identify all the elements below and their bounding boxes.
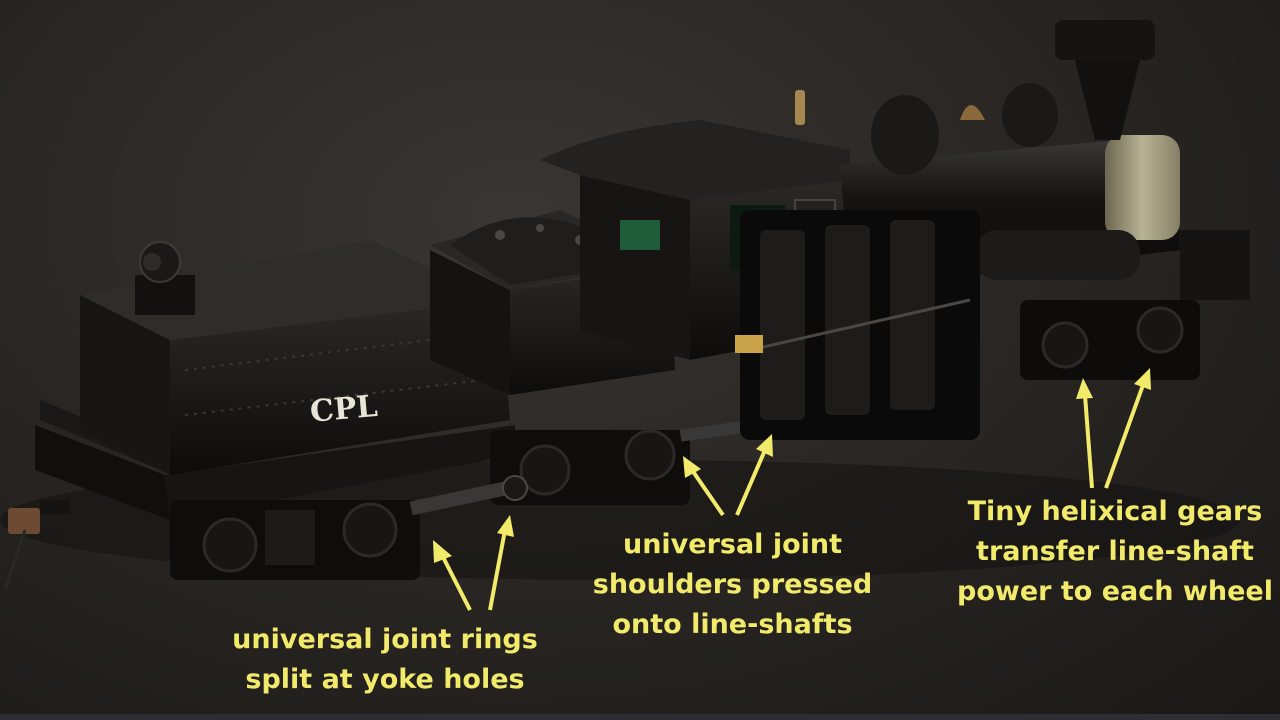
caption-helixical-gears: Tiny helixical gears transfer line-shaft… xyxy=(950,492,1280,612)
caption-line: shoulders pressed xyxy=(592,569,873,600)
arrow-shoulders-2 xyxy=(735,434,773,516)
caption-line: split at yoke holes xyxy=(245,664,525,695)
caption-line: universal joint rings xyxy=(232,624,538,655)
arrow-gears-2 xyxy=(1104,368,1151,489)
tender: CPL xyxy=(3,240,515,591)
caption-universal-joint-shoulders: universal joint shoulders pressed onto l… xyxy=(585,525,880,645)
arrow-rings-2 xyxy=(488,515,514,611)
tender-lettering: CPL xyxy=(309,389,379,430)
tender-truck-front xyxy=(490,429,690,505)
arrow-gears-1 xyxy=(1076,378,1094,489)
caption-line: universal joint xyxy=(622,529,843,560)
caption-line: onto line-shafts xyxy=(612,609,853,640)
caption-universal-joint-rings: universal joint rings split at yoke hole… xyxy=(225,620,545,700)
caption-line: power to each wheel xyxy=(957,576,1273,607)
tender-truck-rear xyxy=(170,500,420,580)
loco-front-truck xyxy=(1020,300,1200,380)
engine-cylinders xyxy=(735,210,980,440)
bottom-strip xyxy=(0,714,1280,720)
caption-line: Tiny helixical gears xyxy=(967,496,1263,527)
arrow-shoulders-1 xyxy=(683,456,725,517)
caption-line: transfer line-shaft xyxy=(976,536,1254,567)
arrow-rings-1 xyxy=(433,540,472,611)
